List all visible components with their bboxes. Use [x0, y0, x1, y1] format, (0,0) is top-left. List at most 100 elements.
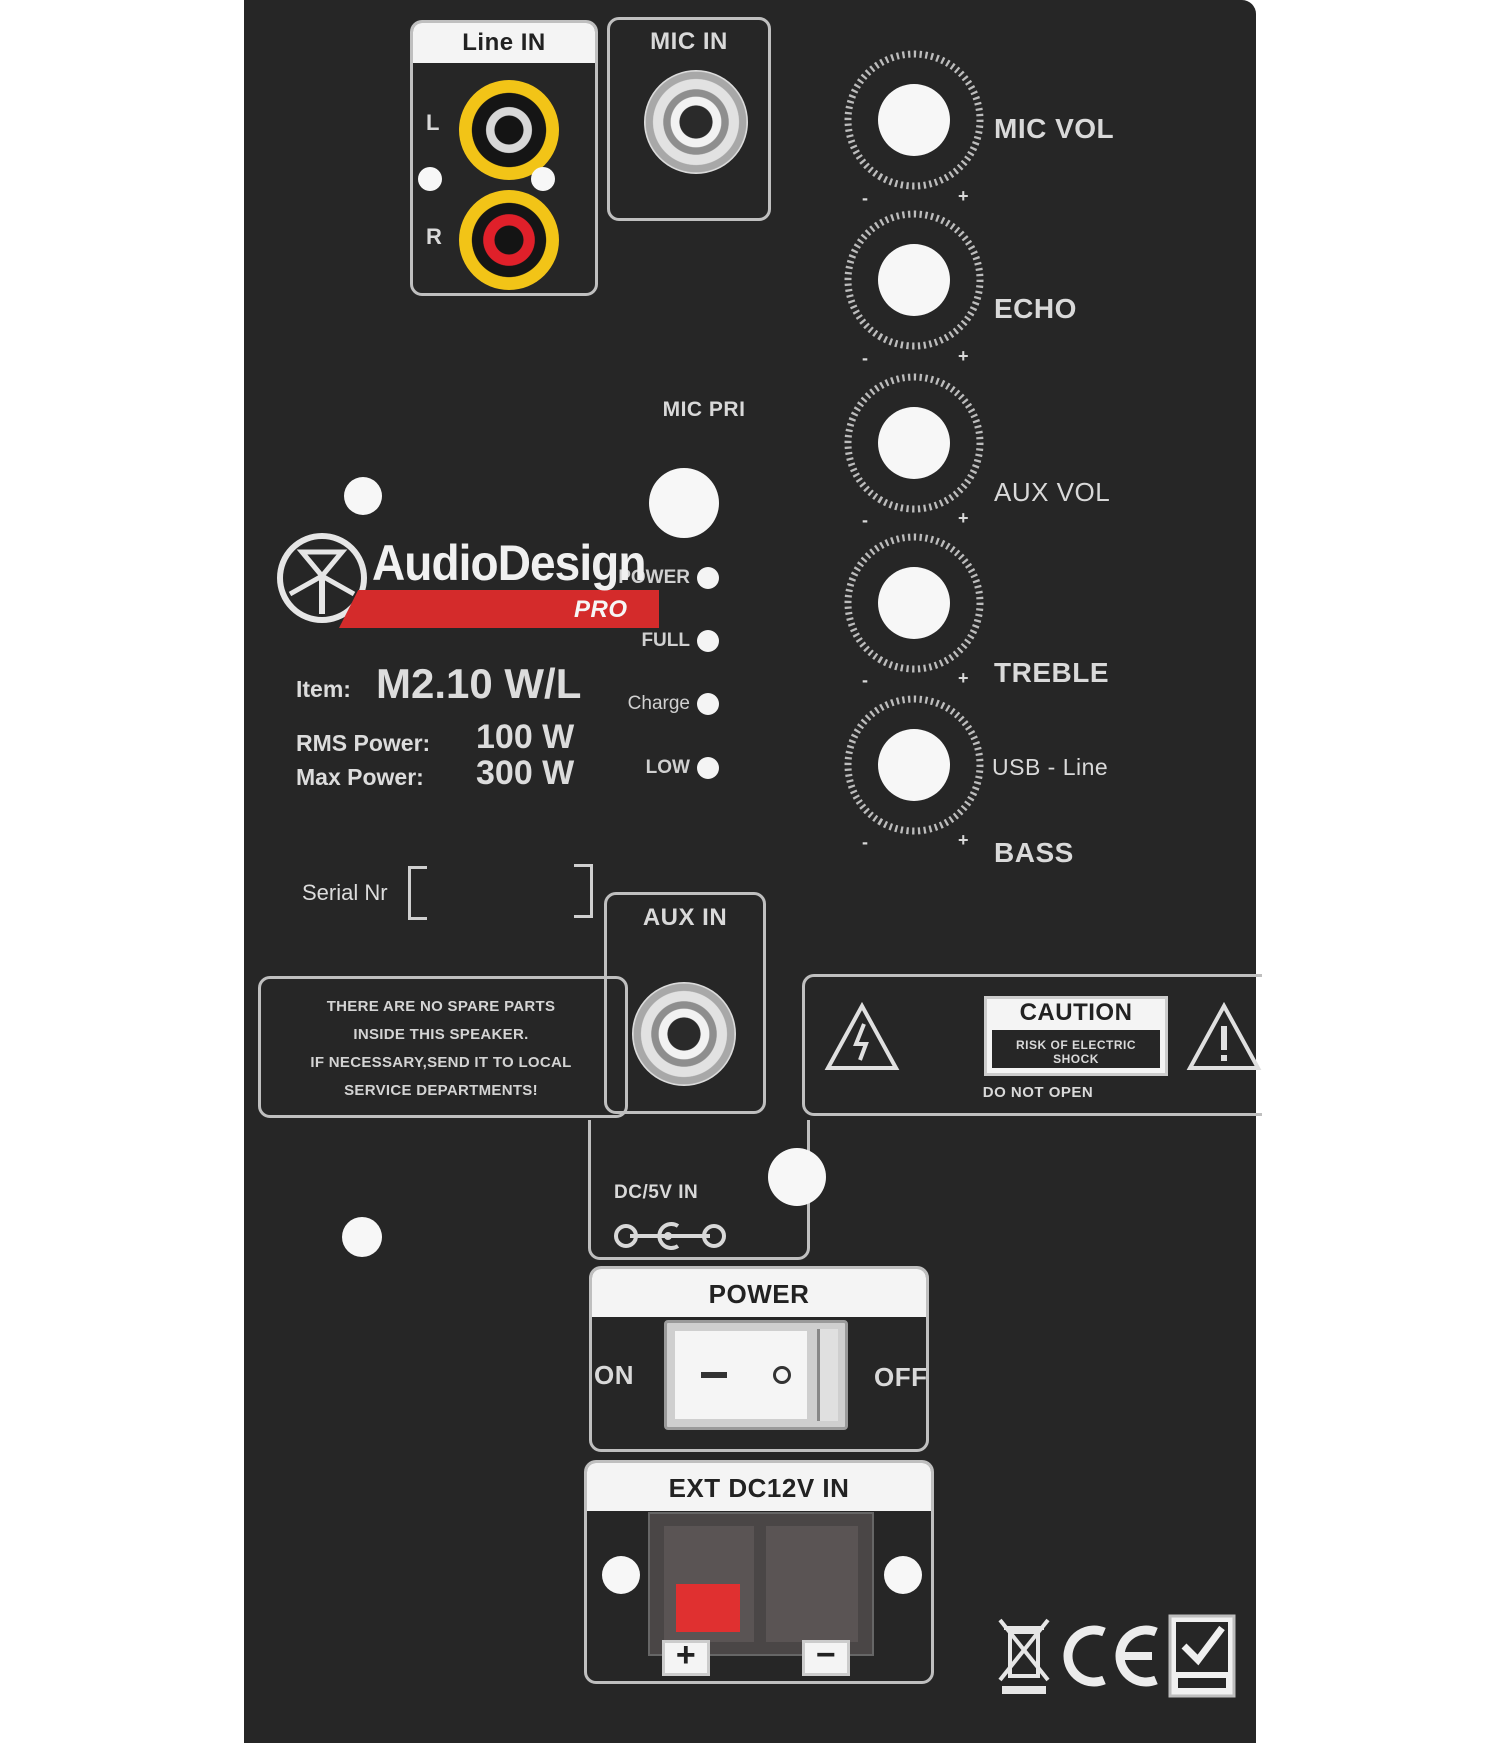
power-off-label: OFF: [874, 1362, 928, 1392]
serial-bracket-left: [408, 866, 427, 920]
usb-line-label: USB - Line: [992, 754, 1109, 780]
rms-power-value: 100 W: [476, 718, 575, 756]
screw-dot: [531, 167, 555, 191]
max-power-value: 300 W: [476, 754, 575, 792]
knob-plus-label: +: [958, 668, 970, 688]
rca-right-jack[interactable]: [459, 190, 559, 290]
rocker-edge: [817, 1329, 838, 1421]
terminal-screw: [602, 1556, 640, 1594]
mic-in-jack[interactable]: [644, 70, 748, 174]
power-led: [697, 567, 719, 589]
full-led: [697, 630, 719, 652]
serial-bracket-right: [574, 864, 593, 918]
mic-vol-knob[interactable]: [839, 45, 989, 195]
item-value: M2.10 W/L: [376, 660, 582, 707]
bass-label: BASS: [994, 837, 1074, 868]
power-header: [592, 1269, 926, 1317]
bass-knob[interactable]: [839, 690, 989, 840]
rocker-on-mark: [701, 1372, 727, 1378]
knob-minus-label: -: [862, 348, 869, 368]
led-label-charge: Charge: [627, 693, 690, 714]
mic-pri-button[interactable]: [649, 468, 719, 538]
mounting-screw: [344, 477, 382, 515]
rocker-off-mark: [773, 1366, 791, 1384]
power-on-label: ON: [594, 1360, 634, 1390]
low-led: [697, 757, 719, 779]
mic-pri-label: MIC PRI: [662, 398, 746, 421]
terminal-plus-box: [662, 1640, 710, 1676]
serial-label: Serial Nr: [302, 880, 388, 905]
terminal-red-clip[interactable]: [676, 1584, 740, 1632]
screw-dot: [418, 167, 442, 191]
ext-dc-box: EXT DC12V IN: [584, 1460, 934, 1684]
knob-minus-label: -: [862, 832, 869, 852]
ext-dc-title: EXT DC12V IN: [668, 1473, 850, 1503]
terminal-minus-box: [802, 1640, 850, 1676]
aux-vol-label: AUX VOL: [994, 477, 1111, 507]
caution-sub-strip: [992, 1030, 1160, 1068]
brand-name: AudioDesign: [372, 535, 646, 591]
line-in-header: [413, 23, 595, 63]
left-channel-label: L: [426, 110, 440, 135]
aux-in-box: [604, 892, 766, 1114]
caution-footer: DO NOT OPEN: [982, 1084, 1094, 1101]
terminal-minus-label: −: [815, 1636, 837, 1674]
knob-plus-label: +: [958, 830, 970, 850]
caution-sub: RISK OF ELECTRIC SHOCK: [1015, 1038, 1136, 1066]
mounting-screw: [342, 1217, 382, 1257]
led-label-low: LOW: [645, 757, 690, 778]
terminal-screw: [884, 1556, 922, 1594]
knob-plus-label: +: [958, 346, 970, 366]
charge-led: [697, 693, 719, 715]
aux-in-jack[interactable]: [632, 982, 736, 1086]
max-power-label: Max Power:: [296, 764, 424, 790]
aux-in-label: AUX IN: [642, 904, 728, 931]
warning-line: INSIDE THIS SPEAKER.: [353, 1026, 529, 1043]
led-label-power: POWER: [618, 567, 690, 588]
warning-line: THERE ARE NO SPARE PARTS: [326, 998, 556, 1015]
power-title: POWER: [708, 1279, 810, 1309]
brand-logo-icon: [277, 533, 367, 623]
terminal-slot-negative: [766, 1526, 858, 1642]
warning-line: IF NECESSARY,SEND IT TO LOCAL: [310, 1054, 572, 1071]
ext-dc-header: [587, 1463, 931, 1511]
speaker-terminal-block[interactable]: [648, 1512, 874, 1656]
knob-plus-label: +: [958, 186, 970, 206]
dc5v-label: DC/5V IN: [614, 1182, 699, 1203]
caution-title: CAUTION: [1019, 999, 1133, 1026]
power-switch-box: POWER: [589, 1266, 929, 1452]
right-channel-label: R: [426, 224, 443, 249]
dc-polarity-icon: [614, 1222, 726, 1250]
echo-knob[interactable]: [839, 205, 989, 355]
knob-plus-label: +: [958, 508, 970, 528]
warning-box: THERE ARE NO SPARE PARTS INSIDE THIS SPE…: [258, 976, 628, 1118]
rocker-switch[interactable]: [664, 1320, 848, 1430]
brand-red-bar: [339, 590, 659, 628]
item-label: Item:: [296, 676, 351, 702]
treble-knob[interactable]: [839, 528, 989, 678]
mic-in-label: MIC IN: [650, 28, 728, 55]
amplifier-panel: Line IN L R MIC IN - + - + - + - + - + M…: [244, 0, 1262, 1743]
knob-minus-label: -: [862, 510, 869, 530]
brand-sub: PRO: [574, 596, 628, 623]
warning-line: SERVICE DEPARTMENTS!: [344, 1082, 538, 1099]
ce-mark-icon: [1063, 1625, 1158, 1687]
rms-power-label: RMS Power:: [296, 730, 431, 756]
knob-minus-label: -: [862, 188, 869, 208]
mic-in-box: [607, 17, 771, 221]
aux-vol-knob[interactable]: [839, 368, 989, 518]
dc5v-port[interactable]: [768, 1148, 826, 1206]
knob-minus-label: -: [862, 670, 869, 690]
led-label-full: FULL: [641, 630, 690, 651]
treble-label: TREBLE: [994, 657, 1109, 688]
warning-triangle-icon: [824, 1001, 900, 1070]
caution-box: [802, 974, 1262, 1116]
warning-triangle-icon: [1186, 1001, 1262, 1070]
rohs-check-icon: [1168, 1614, 1236, 1698]
echo-label: ECHO: [994, 293, 1077, 324]
line-in-box: Line IN: [410, 20, 598, 296]
mic-vol-label: MIC VOL: [994, 113, 1115, 144]
terminal-plus-label: +: [675, 1636, 697, 1674]
rca-left-jack[interactable]: [459, 80, 559, 180]
line-in-label: Line IN: [462, 29, 546, 56]
